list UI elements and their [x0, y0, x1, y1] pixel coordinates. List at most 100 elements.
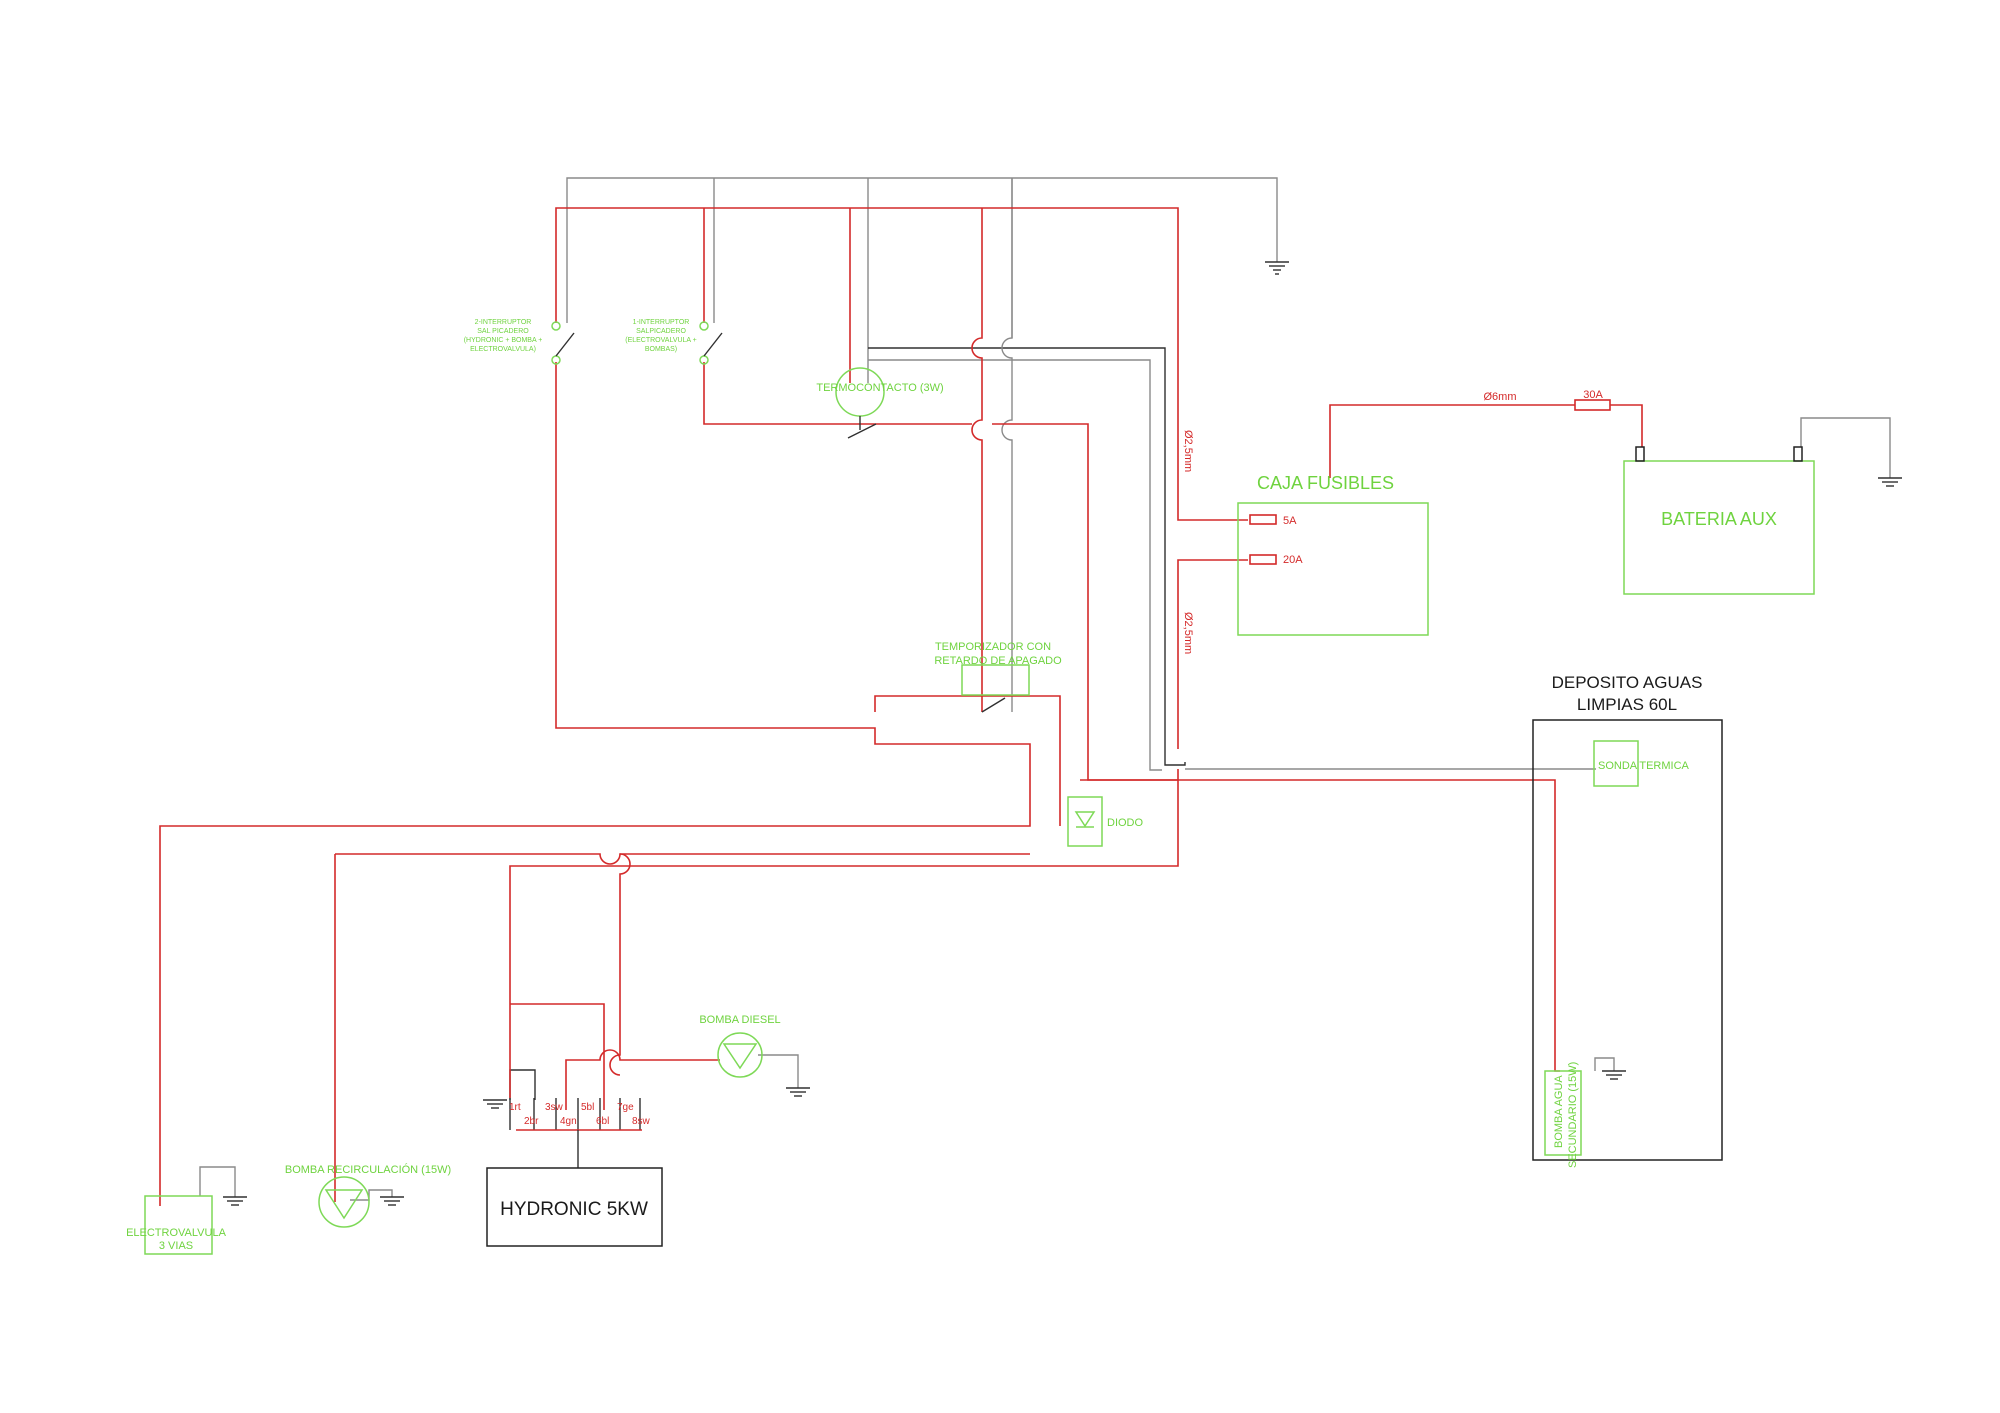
switch-2-label-line2: SAL PICADERO: [477, 328, 529, 335]
battery: BATERIA AUX Ø6mm 30A: [1484, 389, 1815, 595]
switch-2-label-line1: 2-INTERRUPTOR: [475, 319, 532, 326]
sonda-termica-label: SONDA TERMICA: [1598, 760, 1690, 772]
ground-symbol-valve: [223, 1196, 247, 1206]
fuse20-wire: [1177, 559, 1248, 749]
diode-label: DIODO: [1107, 817, 1144, 829]
switch-2-label-line3: (HYDRONIC + BOMBA +: [464, 337, 543, 344]
pin-3: 3sw: [545, 1102, 564, 1113]
water-pump-wire: [1080, 779, 1560, 1072]
water-pump-label-line2: SECUNDARIO (15W): [1567, 1062, 1579, 1168]
electrovalve-label-line1: ELECTROVALVULA: [126, 1227, 227, 1239]
battery-to-fuse-wire: [1329, 404, 1575, 478]
timer-relay: TEMPORIZADOR CON RETARDO DE APAGADO: [934, 641, 1062, 713]
water-pump-box: [1544, 1070, 1582, 1156]
hydronic-heater: HYDRONIC 5KW: [486, 1167, 663, 1247]
recirc-ground-wire: [350, 1189, 393, 1201]
water-tank-title-line1: DEPOSITO AGUAS: [1552, 673, 1703, 692]
diesel-pump-body: [717, 1032, 763, 1078]
pin-7: 7ge: [617, 1102, 634, 1113]
termocontacto-switch: [847, 423, 877, 439]
termo-signal-wire-b: [868, 359, 1162, 771]
recirc-pump-arrow: [324, 1189, 364, 1220]
switch-2-lever: [555, 332, 575, 357]
recirc-pump: BOMBA RECIRCULACIÓN (15W): [285, 1163, 451, 1228]
battery-terminal-positive: [1635, 446, 1645, 462]
timer-label-line1: TEMPORIZADOR CON: [935, 641, 1051, 653]
ground-symbol-top: [1265, 261, 1289, 275]
switch1-output-wire: [703, 362, 972, 425]
fuse-5a-symbol: [1249, 514, 1277, 525]
electrovalve-box: [144, 1195, 213, 1255]
fuse-box-title: CAJA FUSIBLES: [1257, 473, 1394, 493]
switch-1-label-line1: 1-INTERRUPTOR: [633, 319, 690, 326]
timer-relay-contact: [981, 697, 1006, 713]
pin-8: 8sw: [632, 1116, 651, 1127]
electrovalve-feed-wire: [159, 362, 1031, 1206]
pin-2: 2br: [524, 1116, 539, 1127]
hydronic-box: [486, 1167, 663, 1247]
switch-1-lever: [703, 332, 723, 357]
valve-ground-wire: [199, 1166, 236, 1197]
fuse-30a-symbol: [1574, 399, 1611, 411]
electrovalve-label-line2: 3 VIAS: [159, 1240, 193, 1252]
hydronic-label: HYDRONIC 5KW: [500, 1199, 648, 1220]
termocontacto-label: TERMOCONTACTO (3W): [816, 382, 943, 394]
pin-4: 4gn: [560, 1116, 577, 1127]
timer-coil-wire: [874, 695, 1030, 712]
ground-symbol-recirc: [380, 1196, 404, 1206]
switch-1-contact-top: [699, 321, 709, 331]
fuse-5a-label: 5A: [1283, 515, 1297, 527]
timer-out-wire: [1030, 695, 1061, 826]
timer-power-wire: [971, 208, 983, 712]
water-tank-outline: [1532, 719, 1723, 1161]
switch-1-label-line3: (ELECTROVALVULA +: [625, 337, 697, 344]
timer-label-line2: RETARDO DE APAGADO: [934, 655, 1062, 667]
ground-symbol-pump: [1602, 1070, 1626, 1080]
diesel-pump-label: BOMBA DIESEL: [699, 1014, 780, 1026]
electrovalve: ELECTROVALVULA 3 VIAS: [126, 1195, 227, 1255]
diesel-pump-wire: [565, 1049, 720, 1110]
recirc-feed-wire: [335, 853, 1030, 865]
hydronic-feed-wire: [509, 769, 1179, 1098]
battery-label: BATERIA AUX: [1661, 509, 1777, 529]
battery-ground-wire: [1800, 417, 1891, 478]
pin-1: 1rt: [509, 1102, 521, 1113]
fuse-box: CAJA FUSIBLES 5A 20A: [1237, 473, 1429, 636]
battery-positive-wire: [1610, 404, 1643, 447]
pin-5: 5bl: [581, 1102, 594, 1113]
switch-2: 2-INTERRUPTOR SAL PICADERO (HYDRONIC + B…: [464, 319, 575, 365]
diode-symbol: [1074, 811, 1096, 828]
power-wires: [159, 207, 1643, 1206]
switch-1-label-line2: SALPICADERO: [636, 328, 686, 335]
switch-1: 1-INTERRUPTOR SALPICADERO (ELECTROVALVUL…: [625, 319, 723, 365]
battery-outline: [1623, 460, 1815, 595]
switch-2-contact-top: [551, 321, 561, 331]
timer-ground-wire: [1001, 178, 1013, 712]
wire-25mm-label-a: Ø2,5mm: [1182, 430, 1194, 472]
fuse-box-outline: [1237, 502, 1429, 636]
recirc-pump-body: [318, 1176, 370, 1228]
switch-2-label-line4: ELECTROVALVULA): [470, 346, 536, 353]
pin-6: 6bl: [596, 1116, 609, 1127]
junction-drop: [609, 853, 631, 1076]
diesel-ground-wire: [758, 1054, 799, 1088]
hydronic-loop-a: [510, 1003, 605, 1110]
diode-box: [1067, 796, 1103, 847]
diode: DIODO: [1067, 796, 1144, 847]
termocontacto: TERMOCONTACTO (3W): [816, 367, 944, 439]
hydronic-connector: 1rt 3sw 5bl 7ge 2br 4gn 6bl 8sw: [509, 1098, 651, 1168]
timer-relay-body: [961, 664, 1030, 696]
fuse-20a-label: 20A: [1283, 554, 1303, 566]
fuse-30a-label: 30A: [1583, 389, 1603, 401]
fuse-20a-symbol: [1249, 554, 1277, 565]
ground-bus-top: [566, 177, 1278, 323]
battery-terminal-negative: [1793, 446, 1803, 462]
termo-signal-wire: [868, 347, 1186, 766]
water-tank: DEPOSITO AGUAS LIMPIAS 60L SONDA TERMICA…: [1532, 673, 1723, 1168]
water-pump-label-line1: BOMBA AGUA: [1553, 1075, 1565, 1148]
diesel-pump: BOMBA DIESEL: [699, 1014, 781, 1078]
power-bus-top: [555, 207, 1248, 521]
diesel-pump-arrow: [722, 1043, 758, 1070]
recirc-pump-label: BOMBA RECIRCULACIÓN (15W): [285, 1163, 451, 1176]
